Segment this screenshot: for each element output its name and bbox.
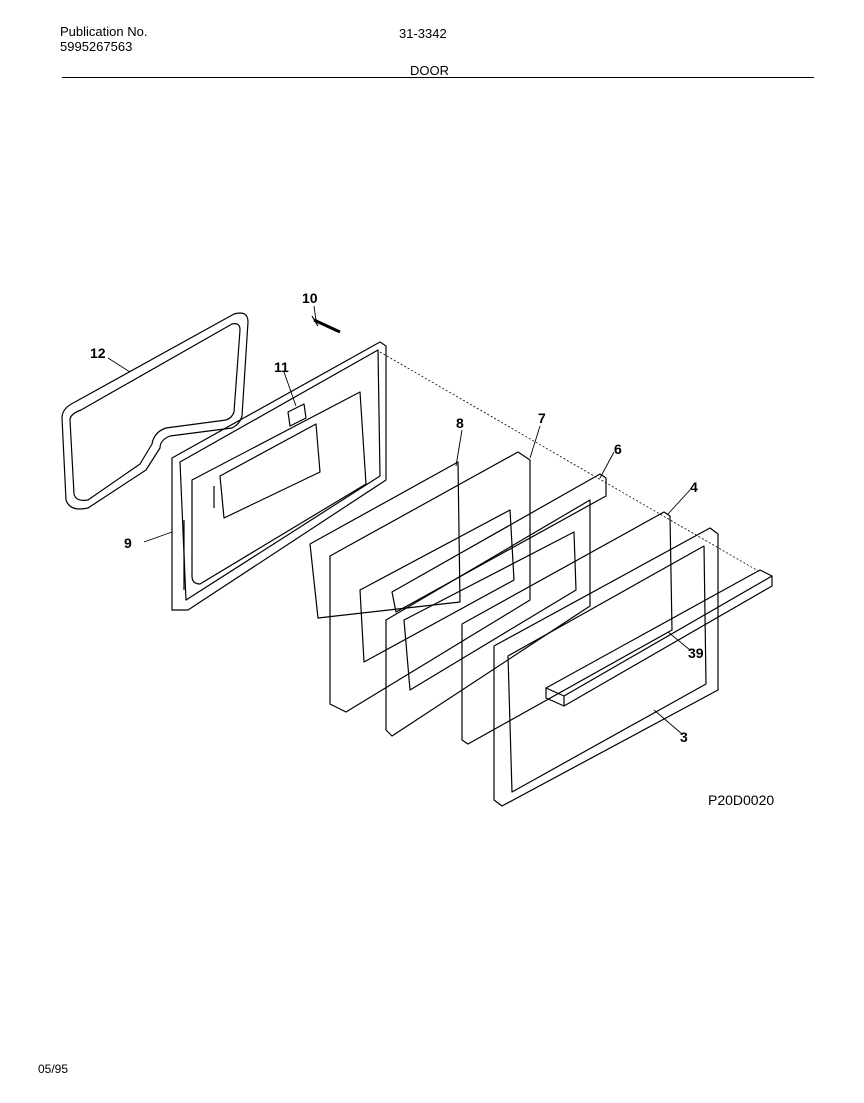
publication-number: 5995267563 [60, 39, 133, 54]
callout-39: 39 [688, 645, 704, 661]
outer-door-frame-3 [493, 527, 719, 807]
callout-11: 11 [274, 359, 289, 375]
publication-label: Publication No. [60, 24, 148, 39]
insulation-block-7 [329, 451, 531, 713]
inner-door-panel-9 [171, 341, 387, 611]
callout-7: 7 [538, 410, 546, 426]
callout-9: 9 [124, 535, 132, 551]
callout-10: 10 [302, 290, 318, 306]
callout-4: 4 [690, 479, 698, 495]
door-gasket-12 [61, 312, 249, 510]
callout-6: 6 [614, 441, 622, 457]
leader-lines [107, 305, 691, 735]
section-title: DOOR [410, 63, 449, 78]
diagram-code: P20D0020 [708, 792, 775, 808]
window-support-6 [385, 473, 607, 737]
screw-10 [311, 315, 341, 334]
callout-3: 3 [680, 729, 688, 745]
model-number: 31-3342 [399, 26, 447, 41]
footer-date: 05/95 [38, 1062, 69, 1076]
callout-8: 8 [456, 415, 464, 431]
handle-39 [545, 569, 773, 707]
glass-4 [461, 511, 673, 745]
alignment-line [379, 351, 761, 573]
callout-12: 12 [90, 345, 106, 361]
header-rule [62, 77, 814, 78]
insulation-8 [309, 461, 461, 619]
